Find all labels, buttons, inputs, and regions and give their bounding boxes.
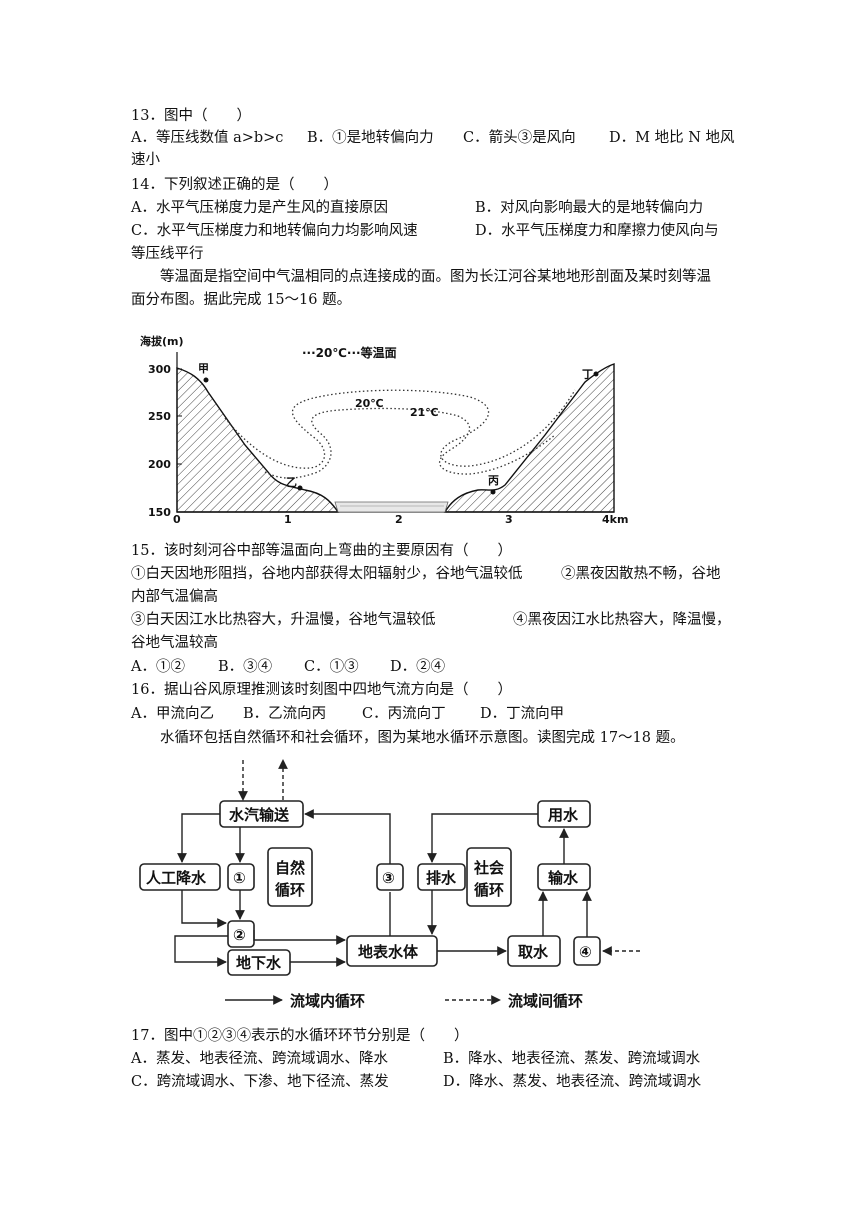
- q15-option-a: A．①②: [131, 659, 185, 675]
- q13-option-d-cont: 速小: [131, 152, 160, 168]
- y-tick-200: 200: [148, 458, 171, 471]
- point-ding: 丁: [582, 368, 593, 381]
- q15-statement-1: ①白天因地形阻挡，谷地内部获得太阳辐射少，谷地气温较低: [131, 566, 523, 582]
- intro-water-cycle: 水循环包括自然循环和社会循环，图为某地水循环示意图。读图完成 17～18 题。: [160, 730, 685, 746]
- box-artificial-rain: [139, 863, 221, 891]
- point-yi: 乙: [286, 476, 297, 489]
- q15-statement-4-cont: 谷地气温较高: [131, 635, 218, 651]
- q17-option-c: C．跨流域调水、下渗、地下径流、蒸发: [131, 1074, 389, 1090]
- q13-stem: 13．图中（ ）: [131, 108, 251, 124]
- natural-cycle-label-1: 自然: [275, 859, 305, 877]
- groundwater-label: 地下水: [236, 954, 282, 972]
- box-node-1: [227, 863, 255, 891]
- y-tick-250: 250: [148, 410, 171, 423]
- q17-option-d: D．降水、蒸发、地表径流、跨流域调水: [443, 1074, 702, 1090]
- artificial-rain-label: 人工降水: [146, 869, 207, 887]
- legend-within-basin: 流域内循环: [290, 992, 365, 1010]
- y-axis-label: 海拔(m): [140, 334, 184, 348]
- box-water-intake: [507, 935, 561, 967]
- q13-option-c: C．箭头③是风向: [463, 130, 576, 146]
- q15-option-b: B．③④: [218, 659, 273, 675]
- social-cycle-label-1: 社会: [473, 859, 504, 877]
- node-3-label: ③: [382, 869, 395, 887]
- natural-cycle-label-2: 循环: [275, 881, 305, 899]
- q15-statement-3: ③白天因江水比热容大，升温慢，谷地气温较低: [131, 612, 436, 628]
- water-use-label: 用水: [548, 806, 579, 824]
- q13-option-a: A．等压线数值 a>b>c: [131, 130, 284, 146]
- node-2-label: ②: [233, 926, 246, 944]
- q15-statement-2-cont: 内部气温偏高: [131, 589, 218, 605]
- intro-isotherm-line1: 等温面是指空间中气温相同的点连接成的面。图为长江河谷某地地形剖面及某时刻等温: [160, 269, 711, 285]
- y-tick-150: 150: [148, 506, 171, 519]
- q14-option-c: C．水平气压梯度力和地转偏向力均影响风速: [131, 223, 418, 239]
- social-cycle-label-2: 循环: [474, 881, 504, 899]
- q15-option-c: C．①③: [304, 659, 359, 675]
- node-1-label: ①: [233, 869, 246, 887]
- drain-label: 排水: [426, 869, 457, 887]
- q13-option-b: B．①是地转偏向力: [307, 130, 434, 146]
- q14-stem: 14．下列叙述正确的是（ ）: [131, 177, 338, 193]
- water-cycle-figure: 水汽输送 人工降水 ① 自然 循环 ③ 排水 社会 循环 用水 输水 ② 地下水…: [139, 759, 640, 1010]
- box-drain: [417, 863, 466, 891]
- x-tick-2: 2: [395, 513, 403, 526]
- q13-option-d: D．M 地比 N 地风: [609, 130, 735, 146]
- q16-stem: 16．据山谷风原理推测该时刻图中四地气流方向是（ ）: [131, 682, 512, 698]
- x-tick-4km: 4km: [602, 513, 628, 526]
- q14-option-b: B．对风向影响最大的是地转偏向力: [475, 200, 704, 216]
- right-slope: [443, 363, 615, 513]
- x-tick-0: 0: [173, 513, 181, 526]
- vapor-transport-label: 水汽输送: [229, 806, 290, 824]
- q15-stem: 15．该时刻河谷中部等温面向上弯曲的主要原因有（ ）: [131, 543, 512, 559]
- intro-isotherm-line2: 面分布图。据此完成 15～16 题。: [131, 292, 352, 308]
- q16-option-a: A．甲流向乙: [131, 706, 214, 722]
- surface-water-label: 地表水体: [358, 943, 419, 961]
- q17-option-b: B．降水、地表径流、蒸发、跨流域调水: [443, 1051, 701, 1067]
- q17-option-a: A．蒸发、地表径流、跨流域调水、降水: [131, 1051, 388, 1067]
- q14-option-d: D．水平气压梯度力和摩擦力使风向与: [475, 223, 719, 239]
- q15-option-d: D．②④: [390, 659, 446, 675]
- river: [334, 501, 449, 513]
- figure-legend: ···20℃···等温面: [302, 345, 397, 360]
- point-bing: 丙: [488, 474, 499, 487]
- point-jia: 甲: [198, 362, 209, 375]
- q14-option-d-cont: 等压线平行: [131, 246, 204, 262]
- legend-between-basins: 流域间循环: [508, 992, 583, 1010]
- isotherm-21-label: 21℃: [410, 406, 439, 419]
- isotherm-20: [224, 389, 576, 469]
- node-4-label: ④: [579, 943, 592, 961]
- q16-option-d: D．丁流向甲: [480, 706, 565, 722]
- x-tick-1: 1: [284, 513, 292, 526]
- q17-stem: 17．图中①②③④表示的水循环环节分别是（ ）: [131, 1028, 469, 1044]
- y-tick-300: 300: [148, 363, 171, 376]
- q15-statement-4: ④黑夜因江水比热容大，降温慢，: [513, 612, 731, 628]
- valley-profile-figure: 300 250 200 150 海拔(m) 0 1 2 3 4km 20℃ 21…: [140, 334, 628, 526]
- q15-statement-2: ②黑夜因散热不畅，谷地: [561, 566, 721, 582]
- x-tick-3: 3: [505, 513, 513, 526]
- q16-option-b: B．乙流向丙: [243, 706, 327, 722]
- water-transport-label: 输水: [548, 869, 579, 887]
- q16-option-c: C．丙流向丁: [362, 706, 446, 722]
- q14-option-a: A．水平气压梯度力是产生风的直接原因: [131, 200, 388, 216]
- box-natural-cycle: [267, 847, 313, 907]
- left-slope: [176, 367, 340, 513]
- box-social-cycle: [466, 847, 512, 907]
- isotherm-20-label: 20℃: [355, 397, 384, 410]
- water-intake-label: 取水: [518, 943, 549, 961]
